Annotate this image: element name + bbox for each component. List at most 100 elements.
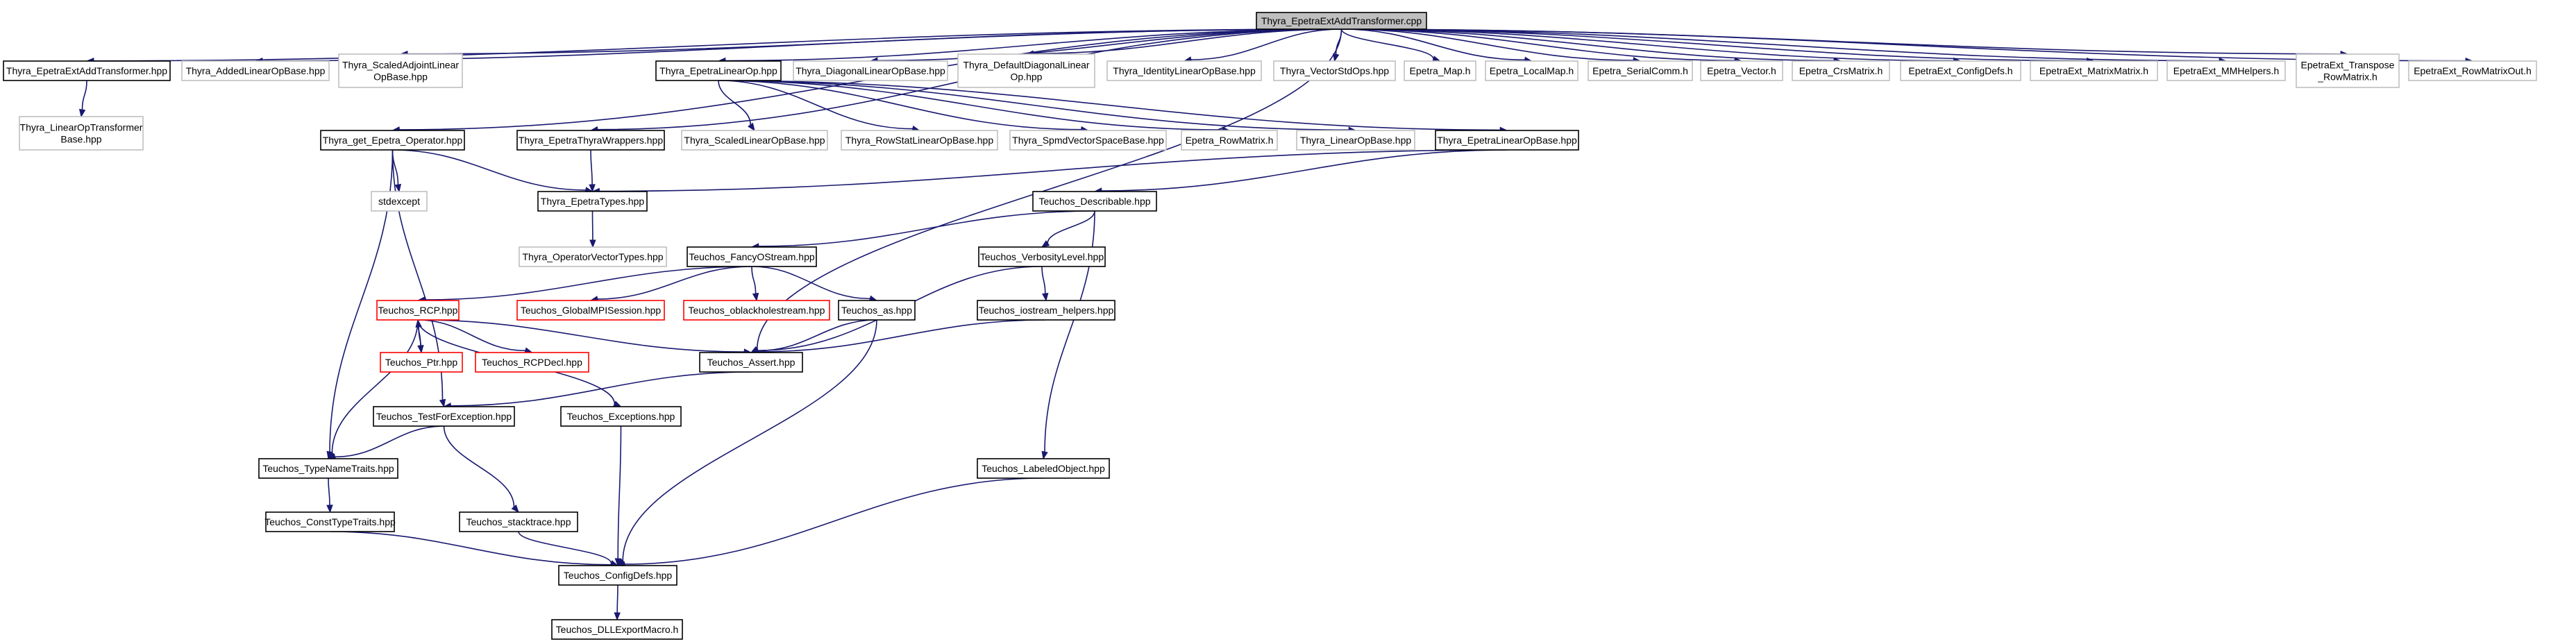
node-box bbox=[376, 300, 460, 321]
edge-arrowhead bbox=[614, 558, 621, 567]
edge-exceptions-to-configdefs_hpp bbox=[614, 425, 622, 567]
node-box bbox=[537, 191, 648, 212]
node-globalmpi[interactable]: Teuchos_GlobalMPISession.hpp bbox=[516, 300, 665, 321]
node-box bbox=[1181, 130, 1278, 151]
edge-arrowhead bbox=[326, 505, 333, 514]
node-label: Thyra_EpetraLinearOp.hpp bbox=[659, 65, 777, 76]
edge-testforexc-to-stacktrace bbox=[443, 425, 519, 514]
edge-as-to-assert bbox=[750, 319, 877, 354]
node-box bbox=[320, 130, 465, 151]
node-box bbox=[265, 511, 395, 532]
node-label: Teuchos_GlobalMPISession.hpp bbox=[521, 305, 662, 316]
node-scaledlinop: Thyra_ScaledLinearOpBase.hpp bbox=[681, 130, 828, 151]
edge-epetratypes-to-opvectypes bbox=[589, 210, 596, 248]
edge-iostream-to-assert bbox=[750, 319, 1047, 355]
node-epetramap: Epetra_Map.h bbox=[1404, 60, 1476, 81]
node-label: Teuchos_Assert.hpp bbox=[707, 357, 795, 368]
node-box bbox=[373, 406, 515, 427]
node-box bbox=[475, 352, 589, 373]
node-rcpdecl[interactable]: Teuchos_RCPDecl.hpp bbox=[475, 352, 589, 373]
node-iostream[interactable]: Teuchos_iostream_helpers.hpp bbox=[977, 300, 1116, 321]
node-labeledobject[interactable]: Teuchos_LabeledObject.hpp bbox=[977, 458, 1110, 479]
node-describable[interactable]: Teuchos_Describable.hpp bbox=[1032, 191, 1157, 212]
node-label: Thyra_VectorStdOps.hpp bbox=[1280, 65, 1389, 76]
edge-fancyostream-to-as bbox=[751, 266, 878, 302]
node-rowmatrix: Epetra_RowMatrix.h bbox=[1181, 130, 1278, 151]
node-box bbox=[1792, 60, 1890, 81]
node-assert[interactable]: Teuchos_Assert.hpp bbox=[699, 352, 803, 373]
node-box bbox=[681, 130, 828, 151]
node-box bbox=[1106, 60, 1262, 81]
edge-typenametraits-to-consttypetraits bbox=[326, 477, 333, 514]
node-label: Teuchos_DLLExportMacro.h bbox=[556, 624, 679, 635]
node-box bbox=[516, 300, 665, 321]
edge-configdefs_hpp-to-dllexport bbox=[614, 584, 621, 621]
node-label: Epetra_SerialComm.h bbox=[1592, 65, 1688, 76]
node-root[interactable]: Thyra_EpetraExtAddTransformer.cpp bbox=[1256, 12, 1427, 30]
edge-rcp-to-typenametraits bbox=[328, 319, 419, 460]
node-epetralinop[interactable]: Thyra_EpetraLinearOp.hpp bbox=[655, 60, 782, 81]
edge-epetralinopbase-to-epetratypes bbox=[591, 149, 1508, 195]
node-box bbox=[1032, 191, 1157, 212]
node-addtrans_hpp[interactable]: Thyra_EpetraExtAddTransformer.hpp bbox=[3, 60, 171, 81]
node-oblackhole[interactable]: Teuchos_oblackholestream.hpp bbox=[683, 300, 830, 321]
node-transpose: EpetraExt_Transpose_RowMatrix.h bbox=[2296, 53, 2400, 88]
node-box bbox=[1273, 60, 1396, 81]
node-box bbox=[2030, 60, 2158, 81]
node-label: EpetraExt_ConfigDefs.h bbox=[1908, 65, 2012, 76]
edge-assert-to-testforexc bbox=[443, 371, 752, 409]
node-epetralinopbase[interactable]: Thyra_EpetraLinearOpBase.hpp bbox=[1435, 130, 1579, 151]
node-label: EpetraExt_Transpose bbox=[2301, 60, 2395, 71]
node-label: Teuchos_as.hpp bbox=[841, 305, 912, 316]
node-box bbox=[1404, 60, 1476, 81]
node-thyrawrappers[interactable]: Thyra_EpetraThyraWrappers.hpp bbox=[516, 130, 665, 151]
node-box bbox=[957, 53, 1095, 88]
node-box bbox=[338, 53, 463, 88]
node-as[interactable]: Teuchos_as.hpp bbox=[838, 300, 916, 321]
edge-arrowhead bbox=[1042, 293, 1049, 302]
node-layer: Thyra_EpetraExtAddTransformer.cppThyra_E… bbox=[3, 12, 2537, 640]
node-geteop[interactable]: Thyra_get_Epetra_Operator.hpp bbox=[320, 130, 465, 151]
node-label: Thyra_ScaledLinearOpBase.hpp bbox=[684, 135, 825, 146]
node-box bbox=[459, 511, 578, 532]
node-label: Base.hpp bbox=[60, 134, 101, 145]
node-label: Thyra_ScaledAdjointLinear bbox=[342, 60, 459, 71]
node-consttypetraits[interactable]: Teuchos_ConstTypeTraits.hpp bbox=[264, 511, 396, 532]
node-label: OpBase.hpp bbox=[373, 71, 428, 83]
node-fancyostream[interactable]: Teuchos_FancyOStream.hpp bbox=[687, 246, 817, 267]
node-dllexport[interactable]: Teuchos_DLLExportMacro.h bbox=[551, 619, 683, 640]
node-verbosity[interactable]: Teuchos_VerbosityLevel.hpp bbox=[978, 246, 1106, 267]
node-box bbox=[2408, 60, 2537, 81]
node-box bbox=[380, 352, 463, 373]
node-box bbox=[1700, 60, 1783, 81]
node-rowmatrixout: EpetraExt_RowMatrixOut.h bbox=[2408, 60, 2537, 81]
node-box bbox=[2296, 53, 2400, 88]
node-typenametraits[interactable]: Teuchos_TypeNameTraits.hpp bbox=[258, 458, 398, 479]
node-label: Teuchos_Exceptions.hpp bbox=[567, 411, 675, 422]
node-label: _RowMatrix.h bbox=[2317, 71, 2377, 83]
node-label: Thyra_EpetraExtAddTransformer.cpp bbox=[1261, 15, 1422, 26]
node-label: Teuchos_iostream_helpers.hpp bbox=[979, 305, 1114, 316]
node-box bbox=[551, 619, 683, 640]
node-box bbox=[258, 458, 398, 479]
node-box bbox=[181, 60, 330, 81]
node-label: Thyra_SpmdVectorSpaceBase.hpp bbox=[1012, 135, 1164, 146]
node-configdefs_hpp[interactable]: Teuchos_ConfigDefs.hpp bbox=[558, 565, 677, 586]
node-label: stdexcept bbox=[378, 196, 420, 207]
node-ptr[interactable]: Teuchos_Ptr.hpp bbox=[380, 352, 463, 373]
node-epetratypes[interactable]: Thyra_EpetraTypes.hpp bbox=[537, 191, 648, 212]
node-label: Epetra_Map.h bbox=[1410, 65, 1471, 76]
node-stacktrace[interactable]: Teuchos_stacktrace.hpp bbox=[459, 511, 578, 532]
node-addedlinop: Thyra_AddedLinearOpBase.hpp bbox=[181, 60, 330, 81]
edge-ptr-to-rcp bbox=[415, 319, 422, 353]
node-testforexc[interactable]: Teuchos_TestForException.hpp bbox=[373, 406, 515, 427]
node-exceptions[interactable]: Teuchos_Exceptions.hpp bbox=[560, 406, 682, 427]
edge-arrowhead bbox=[589, 239, 596, 248]
node-label: Thyra_RowStatLinearOpBase.hpp bbox=[845, 135, 993, 146]
node-label: Teuchos_oblackholestream.hpp bbox=[689, 305, 825, 316]
node-stdexcept: stdexcept bbox=[371, 191, 428, 212]
edge-arrowhead bbox=[78, 108, 86, 118]
node-rcp[interactable]: Teuchos_RCP.hpp bbox=[376, 300, 460, 321]
